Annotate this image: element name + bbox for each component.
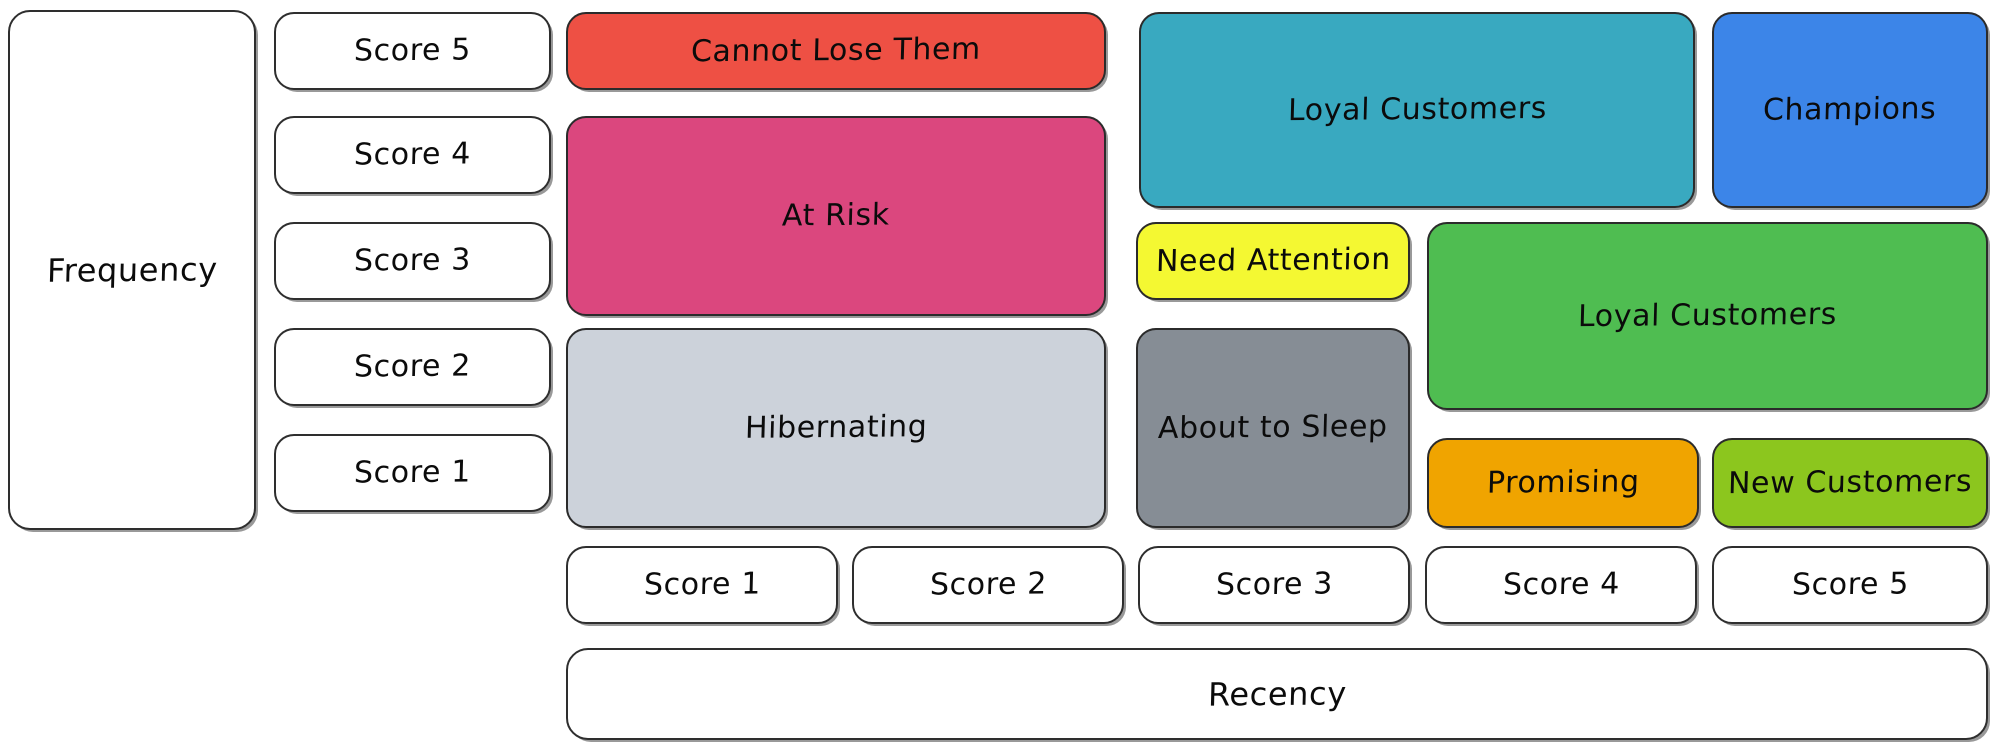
segment-about-to-sleep-label: About to Sleep xyxy=(1157,408,1389,446)
segment-need-attention[interactable]: Need Attention xyxy=(1136,222,1410,300)
segment-hibernating-label: Hibernating xyxy=(744,408,928,446)
frequency-score-3-label: Score 3 xyxy=(353,242,472,279)
recency-score-3: Score 3 xyxy=(1138,546,1410,624)
segment-cannot-lose-them-label: Cannot Lose Them xyxy=(690,31,982,70)
segment-loyal-customers-teal[interactable]: Loyal Customers xyxy=(1139,12,1695,208)
segment-at-risk-label: At Risk xyxy=(781,197,891,234)
frequency-score-1: Score 1 xyxy=(274,434,551,512)
recency-score-5: Score 5 xyxy=(1712,546,1988,624)
segment-promising-label: Promising xyxy=(1486,464,1640,501)
frequency-score-2-label: Score 2 xyxy=(353,348,472,385)
recency-score-4-label: Score 4 xyxy=(1502,566,1620,603)
segment-cannot-lose-them[interactable]: Cannot Lose Them xyxy=(566,12,1106,90)
frequency-axis-label: Frequency xyxy=(46,249,218,290)
segment-about-to-sleep[interactable]: About to Sleep xyxy=(1136,328,1410,528)
frequency-score-5-label: Score 5 xyxy=(353,32,472,69)
recency-score-4: Score 4 xyxy=(1425,546,1697,624)
segment-new-customers[interactable]: New Customers xyxy=(1712,438,1988,528)
frequency-score-3: Score 3 xyxy=(274,222,551,300)
frequency-axis-label-box: Frequency xyxy=(8,10,256,530)
segment-at-risk[interactable]: At Risk xyxy=(566,116,1106,316)
segment-need-attention-label: Need Attention xyxy=(1155,241,1391,279)
frequency-score-4-label: Score 4 xyxy=(353,136,472,173)
segment-loyal-customers-teal-label: Loyal Customers xyxy=(1287,90,1547,128)
recency-axis-label: Recency xyxy=(1207,673,1347,714)
segment-promising[interactable]: Promising xyxy=(1427,438,1699,528)
recency-score-1-label: Score 1 xyxy=(643,566,761,603)
segment-loyal-customers-green-label: Loyal Customers xyxy=(1577,296,1838,334)
recency-score-3-label: Score 3 xyxy=(1215,566,1333,603)
segment-champions[interactable]: Champions xyxy=(1712,12,1988,208)
segment-new-customers-label: New Customers xyxy=(1727,463,1973,501)
frequency-score-4: Score 4 xyxy=(274,116,551,194)
frequency-score-2: Score 2 xyxy=(274,328,551,406)
recency-score-5-label: Score 5 xyxy=(1791,566,1909,603)
frequency-score-1-label: Score 1 xyxy=(353,454,472,491)
recency-score-2: Score 2 xyxy=(852,546,1124,624)
frequency-score-5: Score 5 xyxy=(274,12,551,90)
segment-hibernating[interactable]: Hibernating xyxy=(566,328,1106,528)
recency-axis-label-box: Recency xyxy=(566,648,1988,740)
recency-score-1: Score 1 xyxy=(566,546,838,624)
segment-loyal-customers-green[interactable]: Loyal Customers xyxy=(1427,222,1988,410)
segment-champions-label: Champions xyxy=(1762,90,1938,128)
recency-score-2-label: Score 2 xyxy=(929,566,1047,603)
